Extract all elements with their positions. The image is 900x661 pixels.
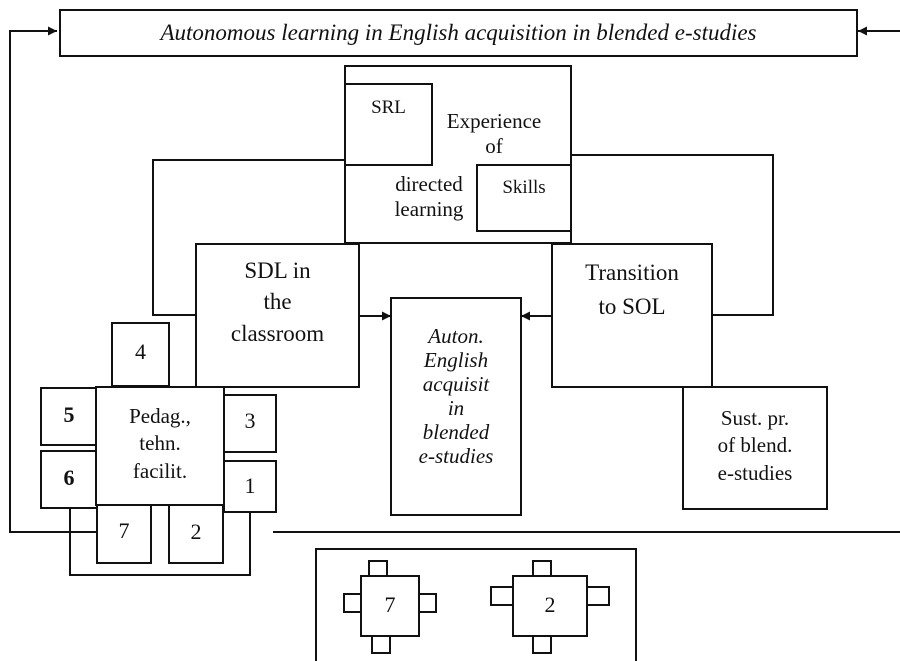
left-top-loop-line (152, 159, 345, 316)
center-autonomy-label: Auton. English acquisit in blended e-stu… (391, 306, 521, 486)
transition-line-2: to SOL (598, 294, 666, 319)
transition-box (551, 243, 713, 388)
box-3-label: 3 (224, 395, 276, 447)
sustain-line-3: e-studies (717, 460, 793, 485)
facilitator-line-1: Pedag., (129, 404, 191, 429)
experience-line-2: of (485, 134, 503, 158)
header-title: Autonomous learning in English acquisiti… (60, 10, 857, 56)
skills-text: Skills (502, 176, 546, 198)
experience-line-1: Experience (446, 108, 542, 133)
skills-box (476, 164, 572, 232)
center-line-2: English (423, 347, 489, 372)
sustain-label: Sust. pr. of blend. e-studies (683, 392, 827, 500)
facilitator-box (95, 386, 225, 506)
header-title-text: Autonomous learning in English acquisiti… (160, 20, 757, 46)
table-a-chair-right (418, 593, 437, 613)
table-a-chair-top (368, 560, 388, 577)
box-4-label: 4 (112, 323, 169, 381)
header-box (59, 9, 858, 57)
center-autonomy-box (390, 297, 522, 516)
table-a-text: 7 (384, 591, 396, 617)
center-line-1: Auton. (428, 323, 484, 348)
transition-line-1: Transition (585, 259, 679, 285)
center-line-4: in (447, 396, 465, 420)
facilitator-bottom-loop-line (69, 505, 251, 576)
box-5-label: 5 (41, 388, 97, 442)
directed-line-2: learning (394, 197, 464, 221)
box-7-text: 7 (118, 517, 130, 543)
sustain-box (682, 386, 828, 510)
sustain-line-2: of blend. (717, 433, 793, 458)
directed-line-1: directed (395, 171, 463, 196)
table-a-chair-bottom (371, 635, 391, 654)
table-b-label: 2 (513, 576, 587, 634)
table-b-chair-right (586, 586, 610, 606)
sdl-line-1: SDL in (244, 258, 311, 284)
box-1-label: 1 (224, 461, 276, 512)
facilitator-label: Pedag., tehn. facilit. (96, 394, 224, 494)
table-a-surface (360, 575, 420, 637)
sustain-line-1: Sust. pr. (720, 406, 790, 431)
table-b-chair-left (490, 586, 514, 606)
transition-label: Transition to SOL (552, 252, 712, 328)
skills-label: Skills (477, 168, 571, 208)
directed-learning-label: directed learning (381, 168, 477, 226)
box-3 (223, 394, 277, 453)
box-3-text: 3 (244, 407, 256, 433)
sdl-classroom-label: SDL in the classroom (196, 252, 359, 352)
right-top-loop-line (571, 154, 774, 316)
box-6-text: 6 (63, 464, 75, 490)
sdl-line-3: classroom (230, 320, 325, 346)
table-b-surface (512, 575, 588, 637)
table-a-chair-left (343, 593, 362, 613)
srl-text: SRL (371, 96, 406, 118)
center-line-3: acquisit (422, 371, 490, 396)
box-1-text: 1 (244, 473, 256, 499)
sdl-line-2: the (263, 289, 292, 315)
facilitator-line-3: facilit. (132, 458, 188, 483)
center-line-5: blended (422, 420, 490, 445)
tables-panel-frame (315, 548, 637, 661)
box-6-label: 6 (41, 451, 97, 505)
box-4-text: 4 (135, 338, 146, 364)
box-2-label: 2 (169, 505, 223, 560)
table-b-chair-top (532, 560, 552, 577)
box-6 (40, 450, 98, 509)
right-feedback-loop-line (273, 31, 900, 533)
box-5-text: 5 (63, 401, 75, 427)
box-2-text: 2 (190, 519, 202, 545)
box-7-label: 7 (97, 505, 151, 557)
sdl-classroom-box (195, 243, 360, 388)
table-a-label: 7 (361, 576, 419, 634)
experience-label: Experience of (432, 104, 556, 164)
left-feedback-loop-line (9, 26, 96, 533)
box-2 (168, 504, 224, 564)
center-line-6: e-studies (418, 444, 494, 469)
facilitator-line-2: tehn. (139, 431, 181, 456)
table-b-text: 2 (544, 591, 556, 617)
table-b-chair-bottom (532, 635, 552, 654)
srl-label: SRL (345, 88, 432, 128)
box-7 (96, 504, 152, 564)
srl-box (344, 83, 433, 166)
